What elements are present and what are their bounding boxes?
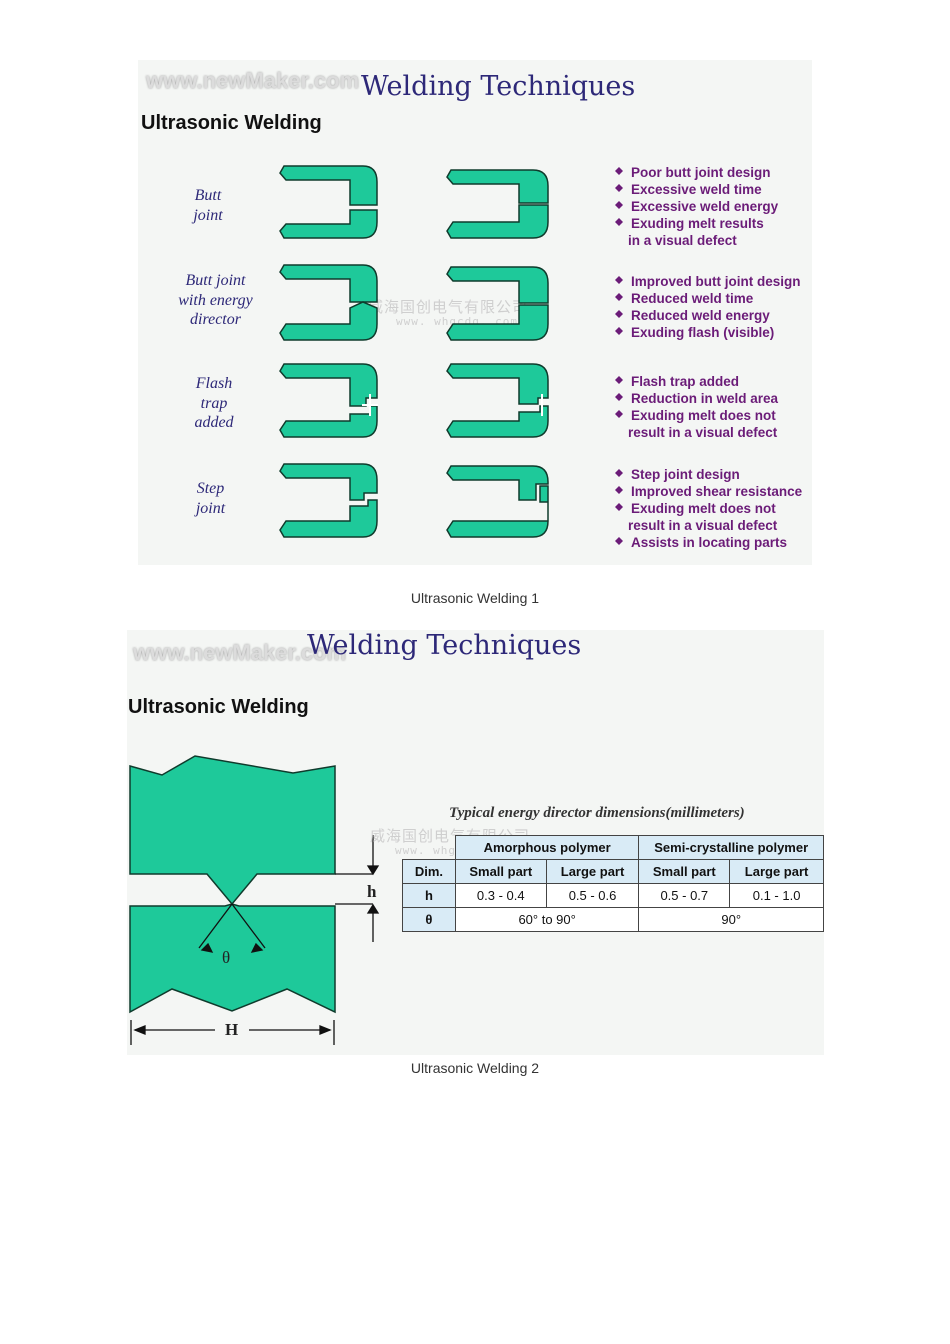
bullets-butt-joint: Poor butt joint design Excessive weld ti… (628, 165, 779, 248)
H-label: H (225, 1020, 239, 1039)
amorphous-header: Amorphous polymer (454, 835, 640, 860)
energy-director-before (279, 264, 378, 303)
slide-title: Welding Techniques (307, 630, 582, 661)
table-header-cell: Small part (638, 859, 731, 884)
table-header-cell: Large part (729, 859, 824, 884)
table-caption: Typical energy director dimensions(milli… (449, 805, 745, 821)
bullets-flash-trap: Flash trap added Reduction in weld area … (628, 374, 779, 440)
energy-director-after (446, 266, 549, 304)
table-cell: 60° to 90° (454, 907, 640, 932)
table-cell: θ (402, 907, 456, 932)
bullets-step-joint: Step joint design Improved shear resista… (628, 467, 803, 550)
slide-1-image: www.newMaker.com Welding Techniques Ultr… (138, 60, 812, 565)
theta-label: θ (222, 948, 231, 967)
joint-diagrams (279, 165, 623, 545)
caption-2: Ultrasonic Welding 2 (410, 1060, 540, 1076)
h-label: h (367, 882, 377, 901)
dimensions-table: Amorphous polymer Semi-crystalline polym… (402, 835, 824, 932)
butt-joint-after (446, 169, 549, 204)
table-cell: 0.3 - 0.4 (454, 883, 547, 908)
slide-subtitle: Ultrasonic Welding (128, 696, 309, 718)
upper-part (129, 755, 336, 906)
watermark: www.newMaker.com (133, 640, 347, 665)
flash-trap-before (279, 363, 378, 407)
slide-2-image: www.newMaker.com Welding Techniques Ultr… (127, 630, 824, 1055)
table-column-header-row: Dim. Small part Large part Small part La… (402, 859, 824, 884)
watermark: www.newMaker.com (146, 68, 360, 93)
table-row: θ 60° to 90° 90° (402, 907, 824, 932)
semicrystalline-header: Semi-crystalline polymer (638, 835, 824, 860)
slide-subtitle: Ultrasonic Welding (141, 112, 322, 134)
table-cell: h (402, 883, 456, 908)
table-cell: 0.1 - 1.0 (729, 883, 824, 908)
table-row: h 0.3 - 0.4 0.5 - 0.6 0.5 - 0.7 0.1 - 1.… (402, 883, 824, 908)
table-header-cell: Dim. (402, 859, 456, 884)
flash-trap-after (446, 363, 549, 405)
caption-1: Ultrasonic Welding 1 (410, 590, 540, 606)
lower-part (129, 903, 336, 1014)
table-cell: 0.5 - 0.6 (545, 883, 640, 908)
table-cell: 0.5 - 0.7 (638, 883, 731, 908)
step-joint-before (279, 463, 378, 501)
butt-joint-before (279, 165, 378, 206)
bullets-energy-director: Improved butt joint design Reduced weld … (631, 274, 801, 340)
table-cell: 90° (638, 907, 824, 932)
chinese-watermark: 威海国创电气有限公司 (368, 298, 529, 316)
table-header-cell: Large part (545, 859, 640, 884)
energy-director-diagram (129, 755, 380, 1045)
step-joint-after (446, 465, 549, 501)
table-header-cell: Small part (454, 859, 547, 884)
table-group-header-row: Amorphous polymer Semi-crystalline polym… (403, 835, 824, 860)
slide-title: Welding Techniques (361, 71, 636, 102)
